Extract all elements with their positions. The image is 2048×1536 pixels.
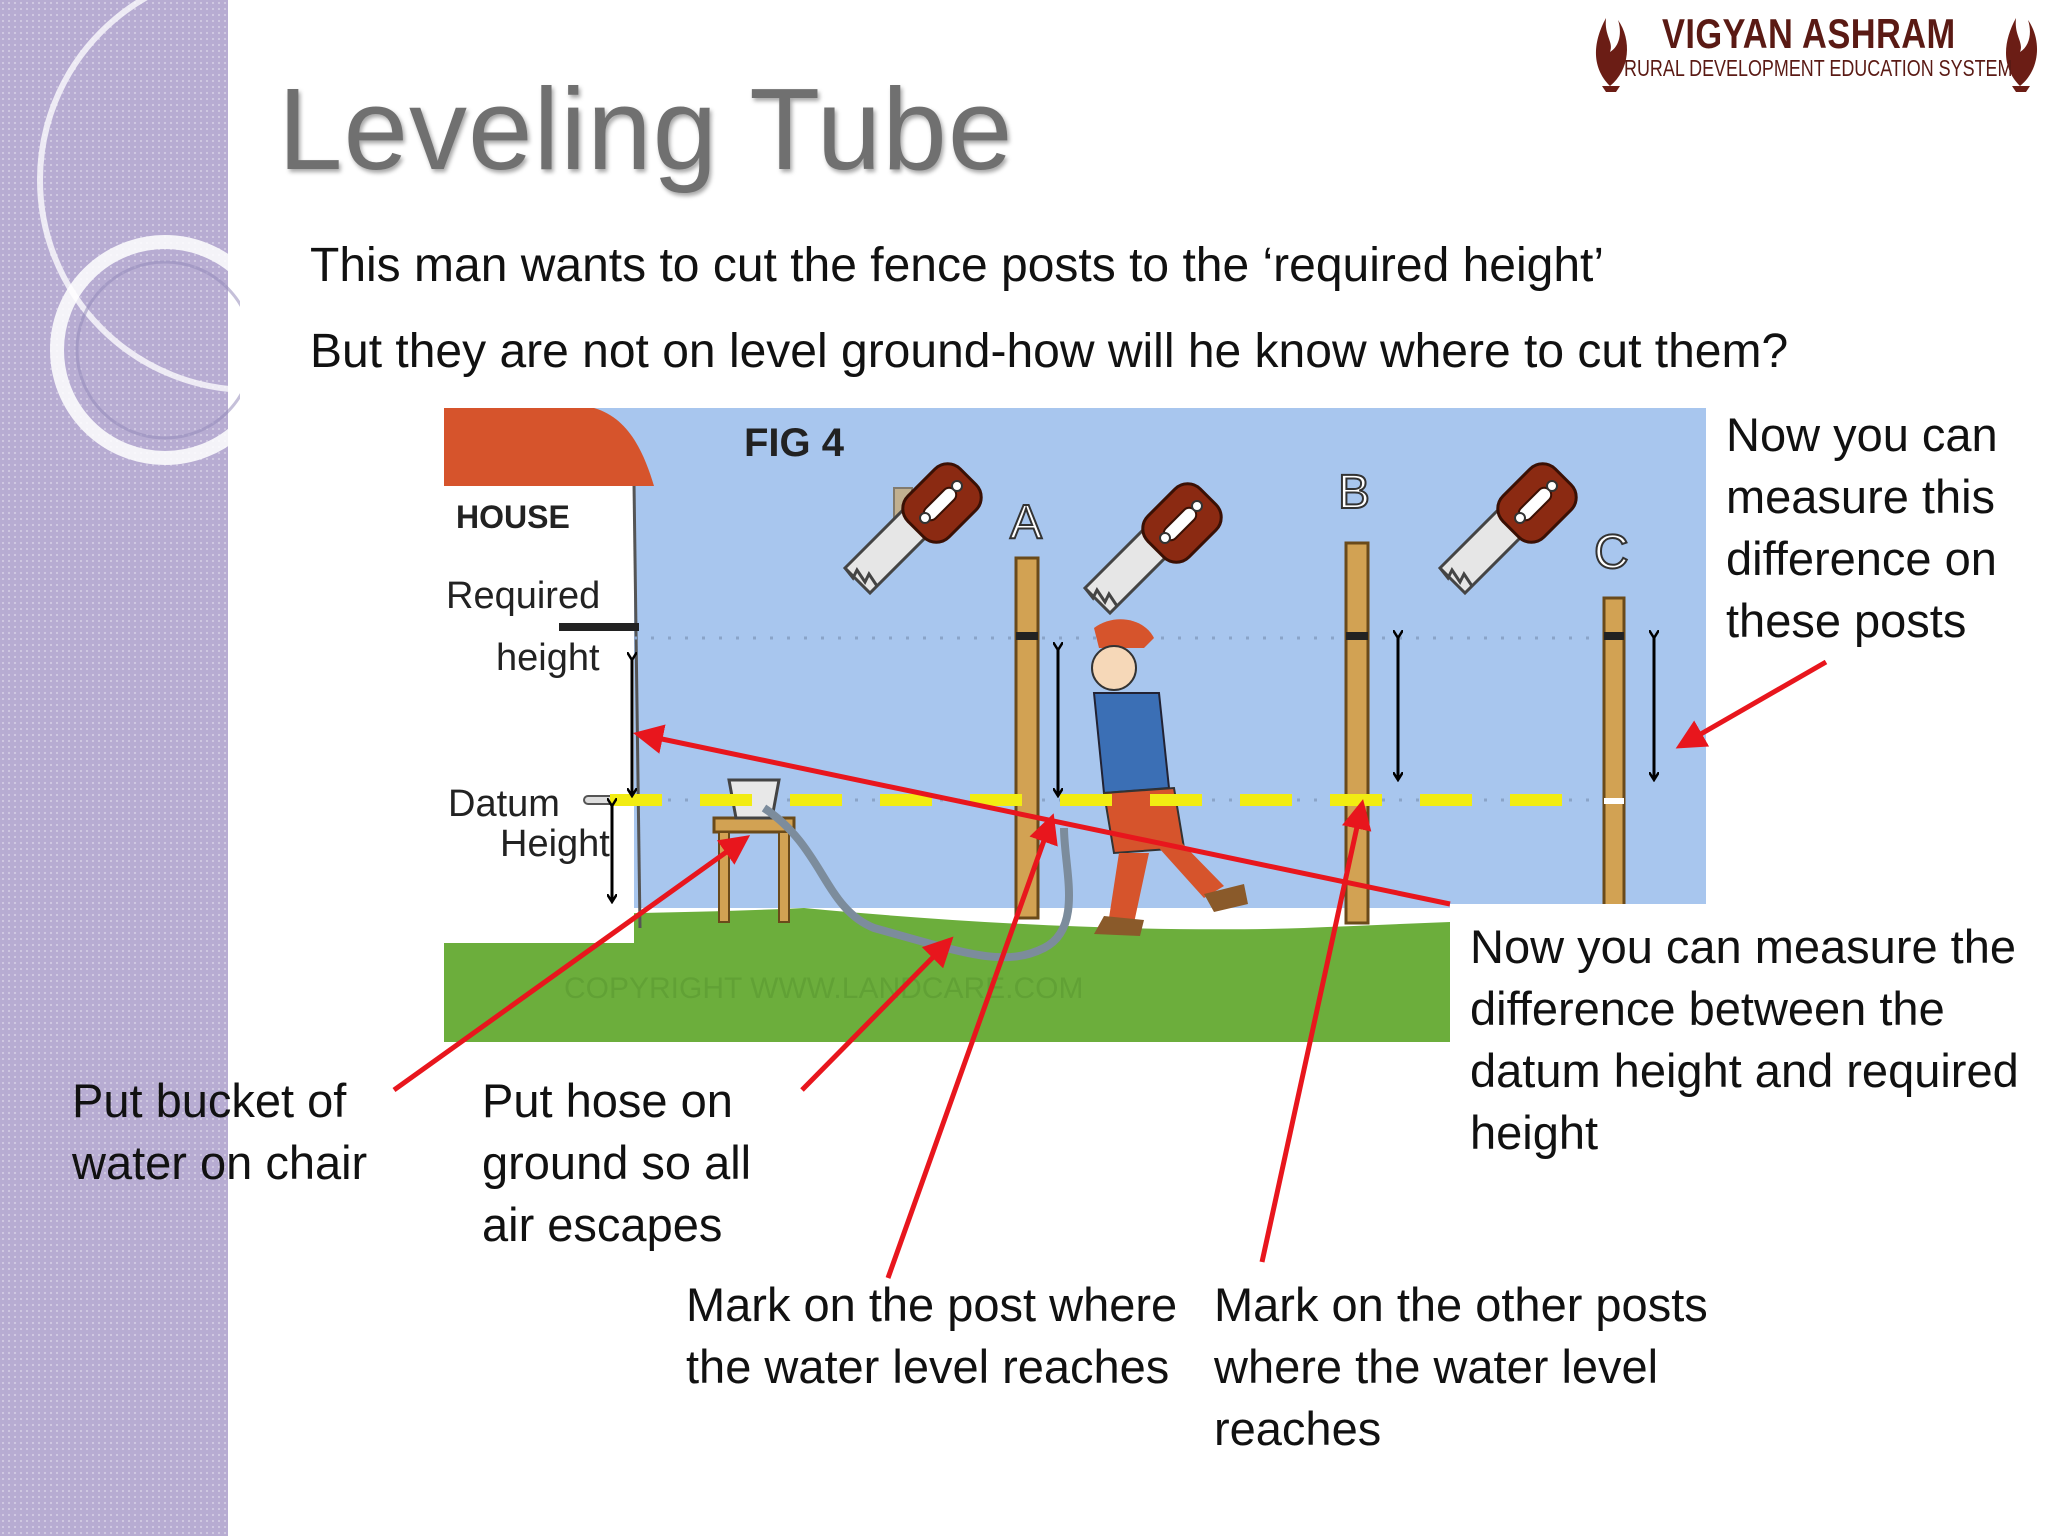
house-label: HOUSE bbox=[456, 499, 570, 535]
vigyan-ashram-logo: VIGYAN ASHRAM RURAL DEVELOPMENT EDUCATIO… bbox=[1580, 6, 2040, 94]
caption-posts-difference: Now you can measure this difference on t… bbox=[1726, 408, 1998, 647]
datum-label-2: Height bbox=[500, 823, 610, 865]
required-label-2: height bbox=[496, 637, 600, 679]
intro-line-1: This man wants to cut the fence posts to… bbox=[310, 239, 1605, 292]
required-label-1: Required bbox=[446, 575, 600, 617]
decorative-circles bbox=[37, 0, 240, 465]
watermark: COPYRIGHT WWW.LANDCARE.COM bbox=[564, 972, 1083, 1005]
house-wall bbox=[444, 483, 634, 943]
logo-tagline: RURAL DEVELOPMENT EDUCATION SYSTEM bbox=[1624, 55, 2013, 81]
post-a-label: A bbox=[1010, 496, 1042, 549]
post-b bbox=[1344, 541, 1370, 925]
caption-box-right-mid bbox=[1450, 904, 2048, 1164]
caption-mark-post: Mark on the post where the water level r… bbox=[686, 1278, 1178, 1393]
house-roof bbox=[444, 408, 654, 486]
caption-bucket: Put bucket of water on chair bbox=[72, 1074, 368, 1189]
caption-mark-other: Mark on the other posts where the water … bbox=[1214, 1278, 1708, 1455]
datum-label-1: Datum bbox=[448, 783, 560, 825]
caption-hose: Put hose on ground so all air escapes bbox=[482, 1074, 752, 1251]
caption-box-right-top bbox=[1706, 400, 2048, 660]
post-b-label: B bbox=[1338, 466, 1370, 519]
fig-label: FIG 4 bbox=[744, 421, 845, 465]
grass bbox=[444, 908, 1706, 1042]
flame-emblem-left bbox=[1596, 18, 1628, 92]
post-c bbox=[1602, 596, 1626, 920]
caption-datum-difference: Now you can measure the difference betwe… bbox=[1470, 920, 2019, 1159]
intro-line-2: But they are not on level ground-how wil… bbox=[310, 325, 1789, 378]
post-a bbox=[1014, 556, 1040, 920]
slide-title: Leveling Tube bbox=[278, 64, 1014, 194]
logo-title: VIGYAN ASHRAM bbox=[1662, 10, 1956, 57]
post-c-label: C bbox=[1594, 526, 1629, 579]
flame-emblem-right bbox=[2006, 18, 2038, 92]
